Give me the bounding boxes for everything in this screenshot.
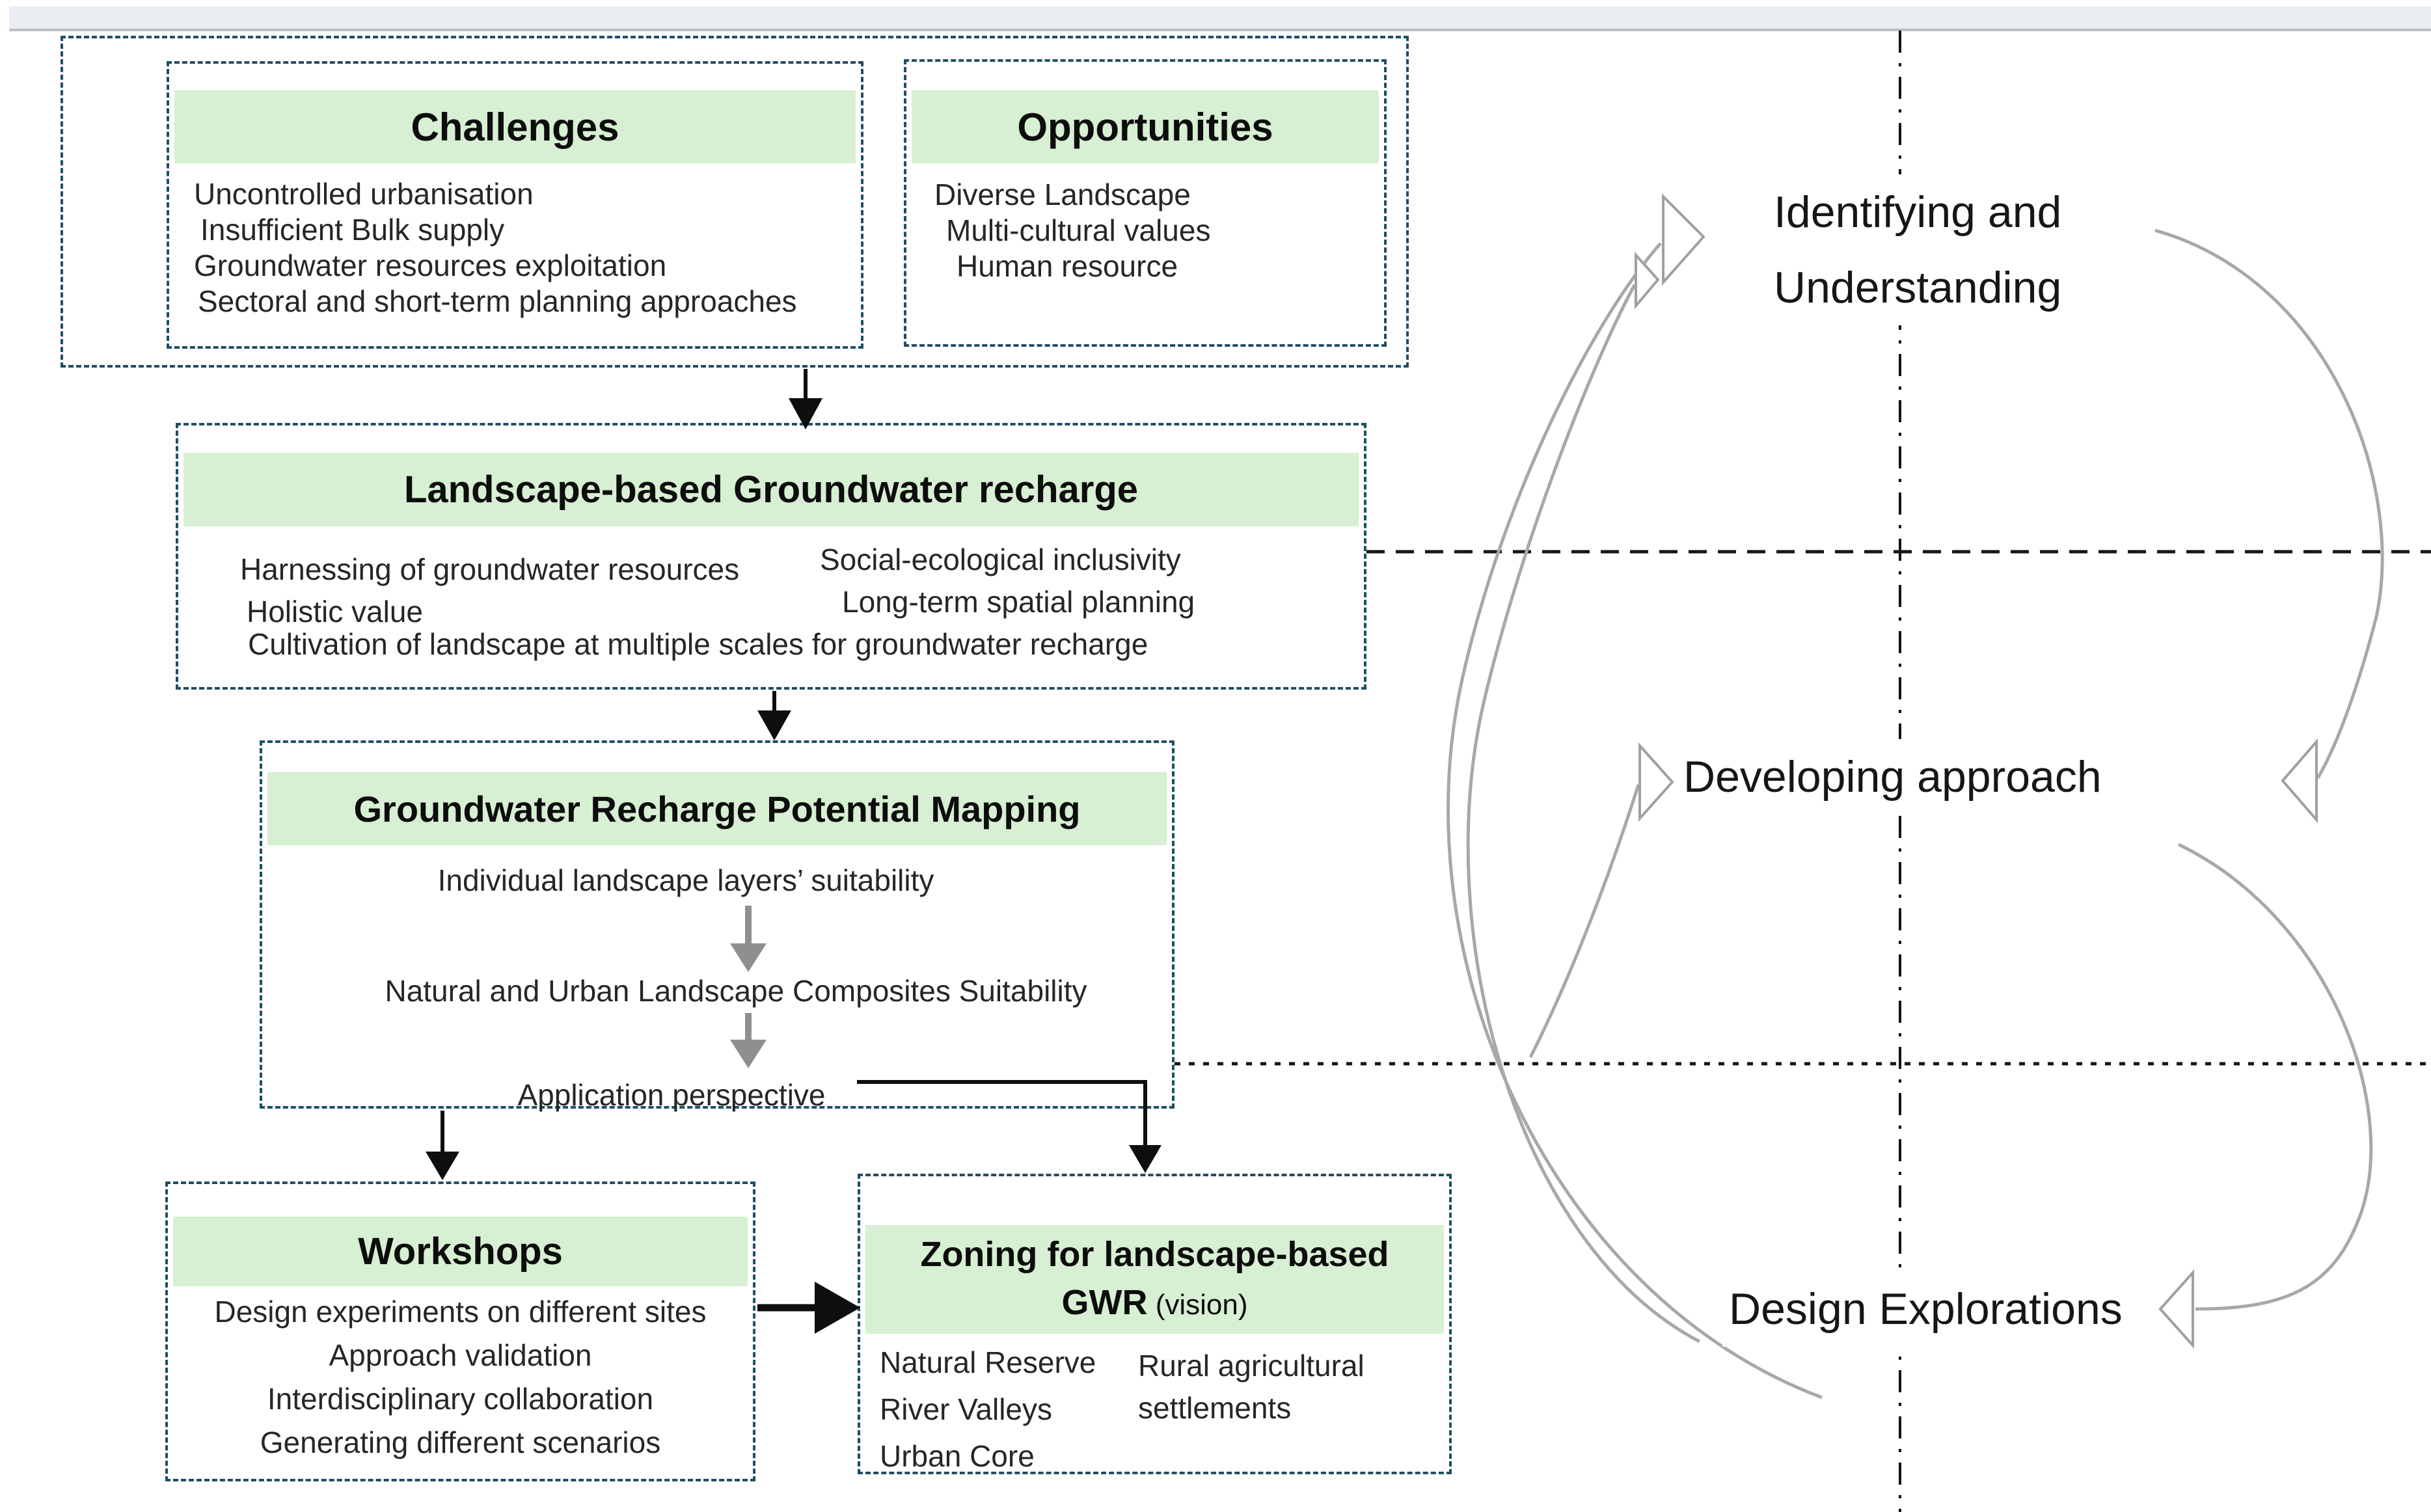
landscape-gwr-title: Landscape-based Groundwater recharge	[183, 453, 1359, 526]
phase-label-line: Understanding	[1774, 263, 2062, 312]
landscape-item-holistic: Holistic value	[247, 595, 423, 628]
zoning-title-vision: (vision)	[1147, 1288, 1248, 1321]
grp-mapping-box: Groundwater Recharge Potential Mapping I…	[260, 740, 1175, 1112]
loop-curve-identifying-to-developing	[2154, 228, 2384, 779]
arrowhead-down-icon	[1129, 1145, 1161, 1173]
challenges-item: Insufficient Bulk supply	[200, 212, 505, 247]
zoning-box: Zoning for landscape-based GWR (vision) …	[858, 1174, 1452, 1474]
workshops-item: Interdisciplinary collaboration	[267, 1381, 654, 1416]
workshops-item: Generating different scenarios	[260, 1425, 661, 1459]
open-arrowhead-right-icon	[1635, 251, 1660, 310]
zoning-title-line2: GWR (vision)	[1062, 1278, 1248, 1329]
opportunities-box: Opportunities Diverse Landscape Multi-cu…	[904, 59, 1387, 347]
arrowhead-down-icon	[426, 1152, 459, 1180]
phase-developing-approach: Developing approach	[1677, 739, 2108, 815]
phase-label-line: Identifying and	[1774, 187, 2062, 237]
challenges-title: Challenges	[174, 90, 856, 163]
landscape-item-harnessing: Harnessing of groundwater resources	[240, 552, 740, 586]
zoning-item: Urban Core	[880, 1439, 1035, 1473]
opportunities-items: Diverse Landscape Multi-cultural values …	[934, 176, 1210, 284]
challenges-items: Uncontrolled urbanisation Insufficient B…	[194, 176, 797, 319]
gray-arrowhead-down-icon	[730, 1040, 767, 1068]
workshops-item: Design experiments on different sites	[214, 1294, 707, 1329]
open-arrowhead-left-icon	[2158, 1269, 2194, 1349]
challenges-item: Sectoral and short-term planning approac…	[198, 284, 797, 318]
zoning-item: settlements	[1138, 1390, 1292, 1425]
opportunities-item: Multi-cultural values	[946, 213, 1211, 247]
workshops-item: Approach validation	[329, 1338, 592, 1372]
open-arrowhead-right-icon	[1638, 742, 1674, 822]
arrowhead-down-icon	[757, 710, 791, 740]
loop-curve-developing-to-explorations	[2177, 843, 2373, 1311]
opportunities-item: Diverse Landscape	[934, 177, 1191, 211]
opportunities-title: Opportunities	[912, 90, 1379, 163]
landscape-item-social: Social-ecological inclusivity	[820, 543, 1181, 576]
grp-mapping-title: Groundwater Recharge Potential Mapping	[267, 772, 1167, 845]
zoning-item: Rural agricultural	[1138, 1348, 1365, 1383]
loop-curve-explorations-to-identifying	[1446, 242, 1823, 1399]
landscape-item-longterm: Long-term spatial planning	[842, 585, 1195, 619]
workshops-items: Design experiments on different sites Ap…	[168, 1289, 753, 1464]
zoning-title-gwr: GWR	[1061, 1282, 1148, 1322]
arrow-application-to-zoning	[857, 1080, 1147, 1145]
zoning-title: Zoning for landscape-based GWR (vision)	[865, 1225, 1444, 1334]
gray-arrowhead-down-icon	[730, 943, 767, 972]
opportunities-item: Human resource	[957, 249, 1178, 283]
phase-identifying-understanding: Identifying and Understanding	[1767, 174, 2069, 325]
zoning-item: Natural Reserve	[880, 1345, 1096, 1379]
open-arrowhead-left-icon	[2281, 738, 2318, 824]
open-arrowhead-right-icon	[1662, 193, 1705, 286]
zoning-item: River Valleys	[880, 1392, 1052, 1426]
landscape-gwr-box: Landscape-based Groundwater recharge Har…	[176, 423, 1366, 690]
phase-design-explorations: Design Explorations	[1722, 1271, 2129, 1347]
workshops-box: Workshops Design experiments on differen…	[165, 1181, 755, 1481]
mapping-step-composites: Natural and Urban Landscape Composites S…	[385, 974, 1087, 1008]
zoning-right-items: Rural agricultural settlements	[1138, 1344, 1365, 1429]
window-chrome-strip	[9, 7, 2431, 31]
context-group-box	[61, 36, 1409, 368]
mapping-step-application: Application perspective	[517, 1078, 826, 1112]
challenges-item: Uncontrolled urbanisation	[194, 176, 534, 211]
loop-curve-inner-to-identifying	[1466, 284, 1701, 1343]
arrowhead-down-icon	[789, 398, 822, 429]
workshops-title: Workshops	[173, 1217, 748, 1286]
challenges-item: Groundwater resources exploitation	[194, 248, 667, 282]
mapping-step-individual: Individual landscape layers’ suitability	[437, 863, 934, 897]
landscape-item-cultivation: Cultivation of landscape at multiple sca…	[248, 627, 1148, 661]
zoning-title-line1: Zoning for landscape-based	[920, 1234, 1389, 1274]
challenges-box: Challenges Uncontrolled urbanisation Ins…	[167, 61, 863, 349]
zoning-left-items: Natural Reserve River Valleys Urban Core	[880, 1339, 1096, 1479]
loop-curve-to-developing-left	[1528, 784, 1640, 1059]
arrowhead-right-icon	[815, 1282, 860, 1334]
